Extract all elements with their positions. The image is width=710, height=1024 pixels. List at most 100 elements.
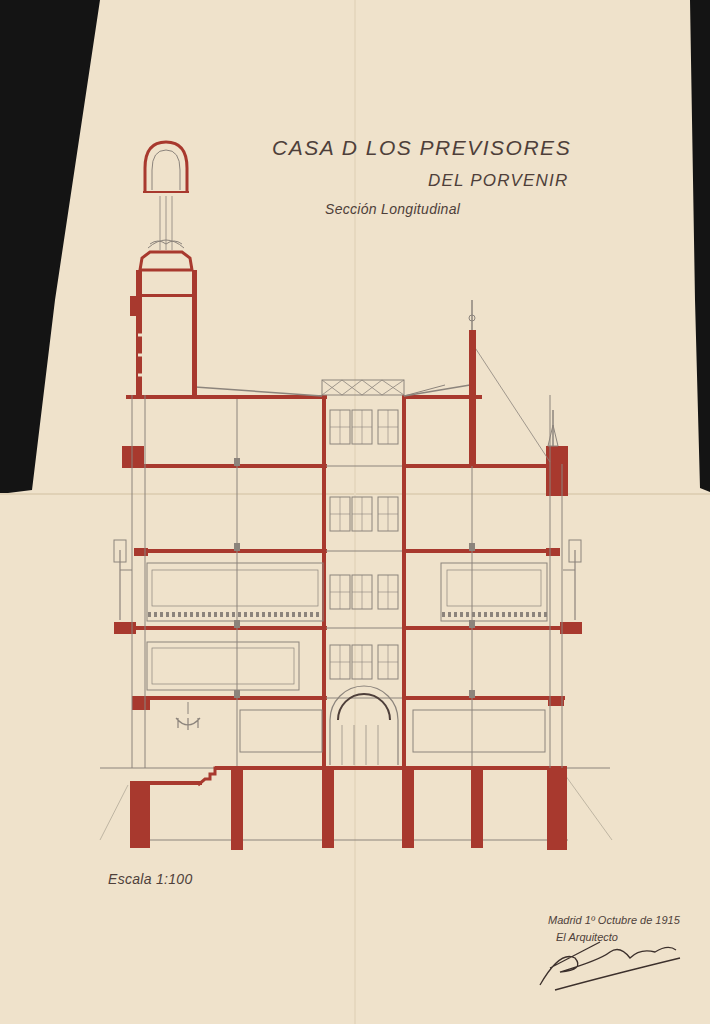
dentil	[508, 612, 511, 617]
dentil	[316, 612, 319, 617]
column-capital	[234, 690, 240, 698]
foundation-pier	[402, 768, 414, 848]
floor-slab	[132, 696, 327, 700]
roof-slope	[404, 385, 470, 396]
cornice	[134, 548, 148, 556]
roof-slope	[404, 385, 445, 396]
roof-railing	[322, 380, 404, 395]
dentil	[262, 612, 265, 617]
floor-slab	[115, 626, 327, 630]
window-bar	[340, 497, 341, 531]
title-subline: DEL PORVENIR	[428, 172, 568, 191]
railing-cross	[382, 380, 404, 395]
wall-panel	[147, 642, 299, 690]
railing-cross	[342, 380, 362, 395]
window	[378, 645, 398, 679]
railing-cross	[322, 380, 342, 395]
window-bar	[340, 410, 341, 444]
floor-slab	[404, 626, 580, 630]
dentil	[538, 612, 541, 617]
tower-floor	[138, 294, 194, 297]
dentil	[532, 612, 535, 617]
dentil	[244, 612, 247, 617]
stair-landing	[326, 628, 402, 629]
facade-wall	[132, 395, 133, 768]
architect-label: El Arquitecto	[556, 931, 618, 943]
lantern-shaft	[166, 196, 167, 250]
dentil	[514, 612, 517, 617]
dentil	[274, 612, 277, 617]
dentil	[202, 612, 205, 617]
lantern-ornament	[148, 240, 184, 248]
roof-slope	[195, 387, 322, 396]
dentil	[478, 612, 481, 617]
dentil	[292, 612, 295, 617]
cornice	[546, 446, 568, 496]
window	[352, 410, 372, 444]
window	[330, 645, 350, 679]
stair-landing	[326, 466, 402, 467]
dentil	[220, 612, 223, 617]
floor-slab	[404, 464, 565, 468]
wall-panel	[441, 563, 547, 621]
flag-mast	[469, 330, 476, 466]
dentil	[172, 612, 175, 617]
foundation-pier	[322, 768, 334, 848]
dome-base	[143, 191, 189, 193]
railing-cross	[342, 380, 362, 395]
pinnacle-cap	[548, 425, 558, 446]
lamp-bracket	[563, 570, 575, 571]
roof-stay	[470, 340, 550, 462]
lamp-post	[119, 550, 120, 620]
dentil	[490, 612, 493, 617]
dentil	[448, 612, 451, 617]
facade-wall	[562, 464, 563, 768]
window	[330, 410, 350, 444]
mast-finial	[469, 315, 475, 321]
tower-opening	[138, 374, 144, 377]
tower-opening	[138, 354, 144, 357]
dentil	[454, 612, 457, 617]
column-capital	[234, 543, 240, 551]
entrance-steps	[198, 768, 222, 785]
window	[330, 575, 350, 609]
tower-bracket	[130, 296, 136, 316]
interior-column	[237, 399, 238, 766]
floor-slab	[124, 464, 327, 468]
window	[378, 575, 398, 609]
wall-panel	[152, 648, 294, 684]
column-capital	[234, 458, 240, 466]
window	[352, 575, 372, 609]
stair-wall	[402, 395, 406, 768]
tower-opening	[138, 334, 144, 337]
floor-slab	[404, 549, 558, 553]
dentil	[544, 612, 547, 617]
dentil	[214, 612, 217, 617]
dentil	[184, 612, 187, 617]
dentil	[238, 612, 241, 617]
lantern-shaft	[160, 196, 161, 250]
column-capital	[469, 690, 475, 698]
door-mullion	[378, 725, 379, 765]
earth-hatch	[560, 768, 612, 840]
arched-doorway	[330, 686, 398, 765]
window	[378, 497, 398, 531]
window	[352, 497, 372, 531]
dentil	[502, 612, 505, 617]
foundation-pier	[471, 768, 483, 848]
cornice	[560, 622, 582, 634]
dentil	[442, 612, 445, 617]
cornice	[122, 446, 144, 468]
dentil	[154, 612, 157, 617]
window-bar	[362, 645, 363, 679]
dentil	[304, 612, 307, 617]
drawing-title: CASA D LOS PREVISORES	[272, 136, 571, 159]
lamp-post	[574, 550, 575, 620]
dentil	[148, 612, 151, 617]
window	[352, 645, 372, 679]
dentil	[466, 612, 469, 617]
cornice	[132, 696, 150, 710]
